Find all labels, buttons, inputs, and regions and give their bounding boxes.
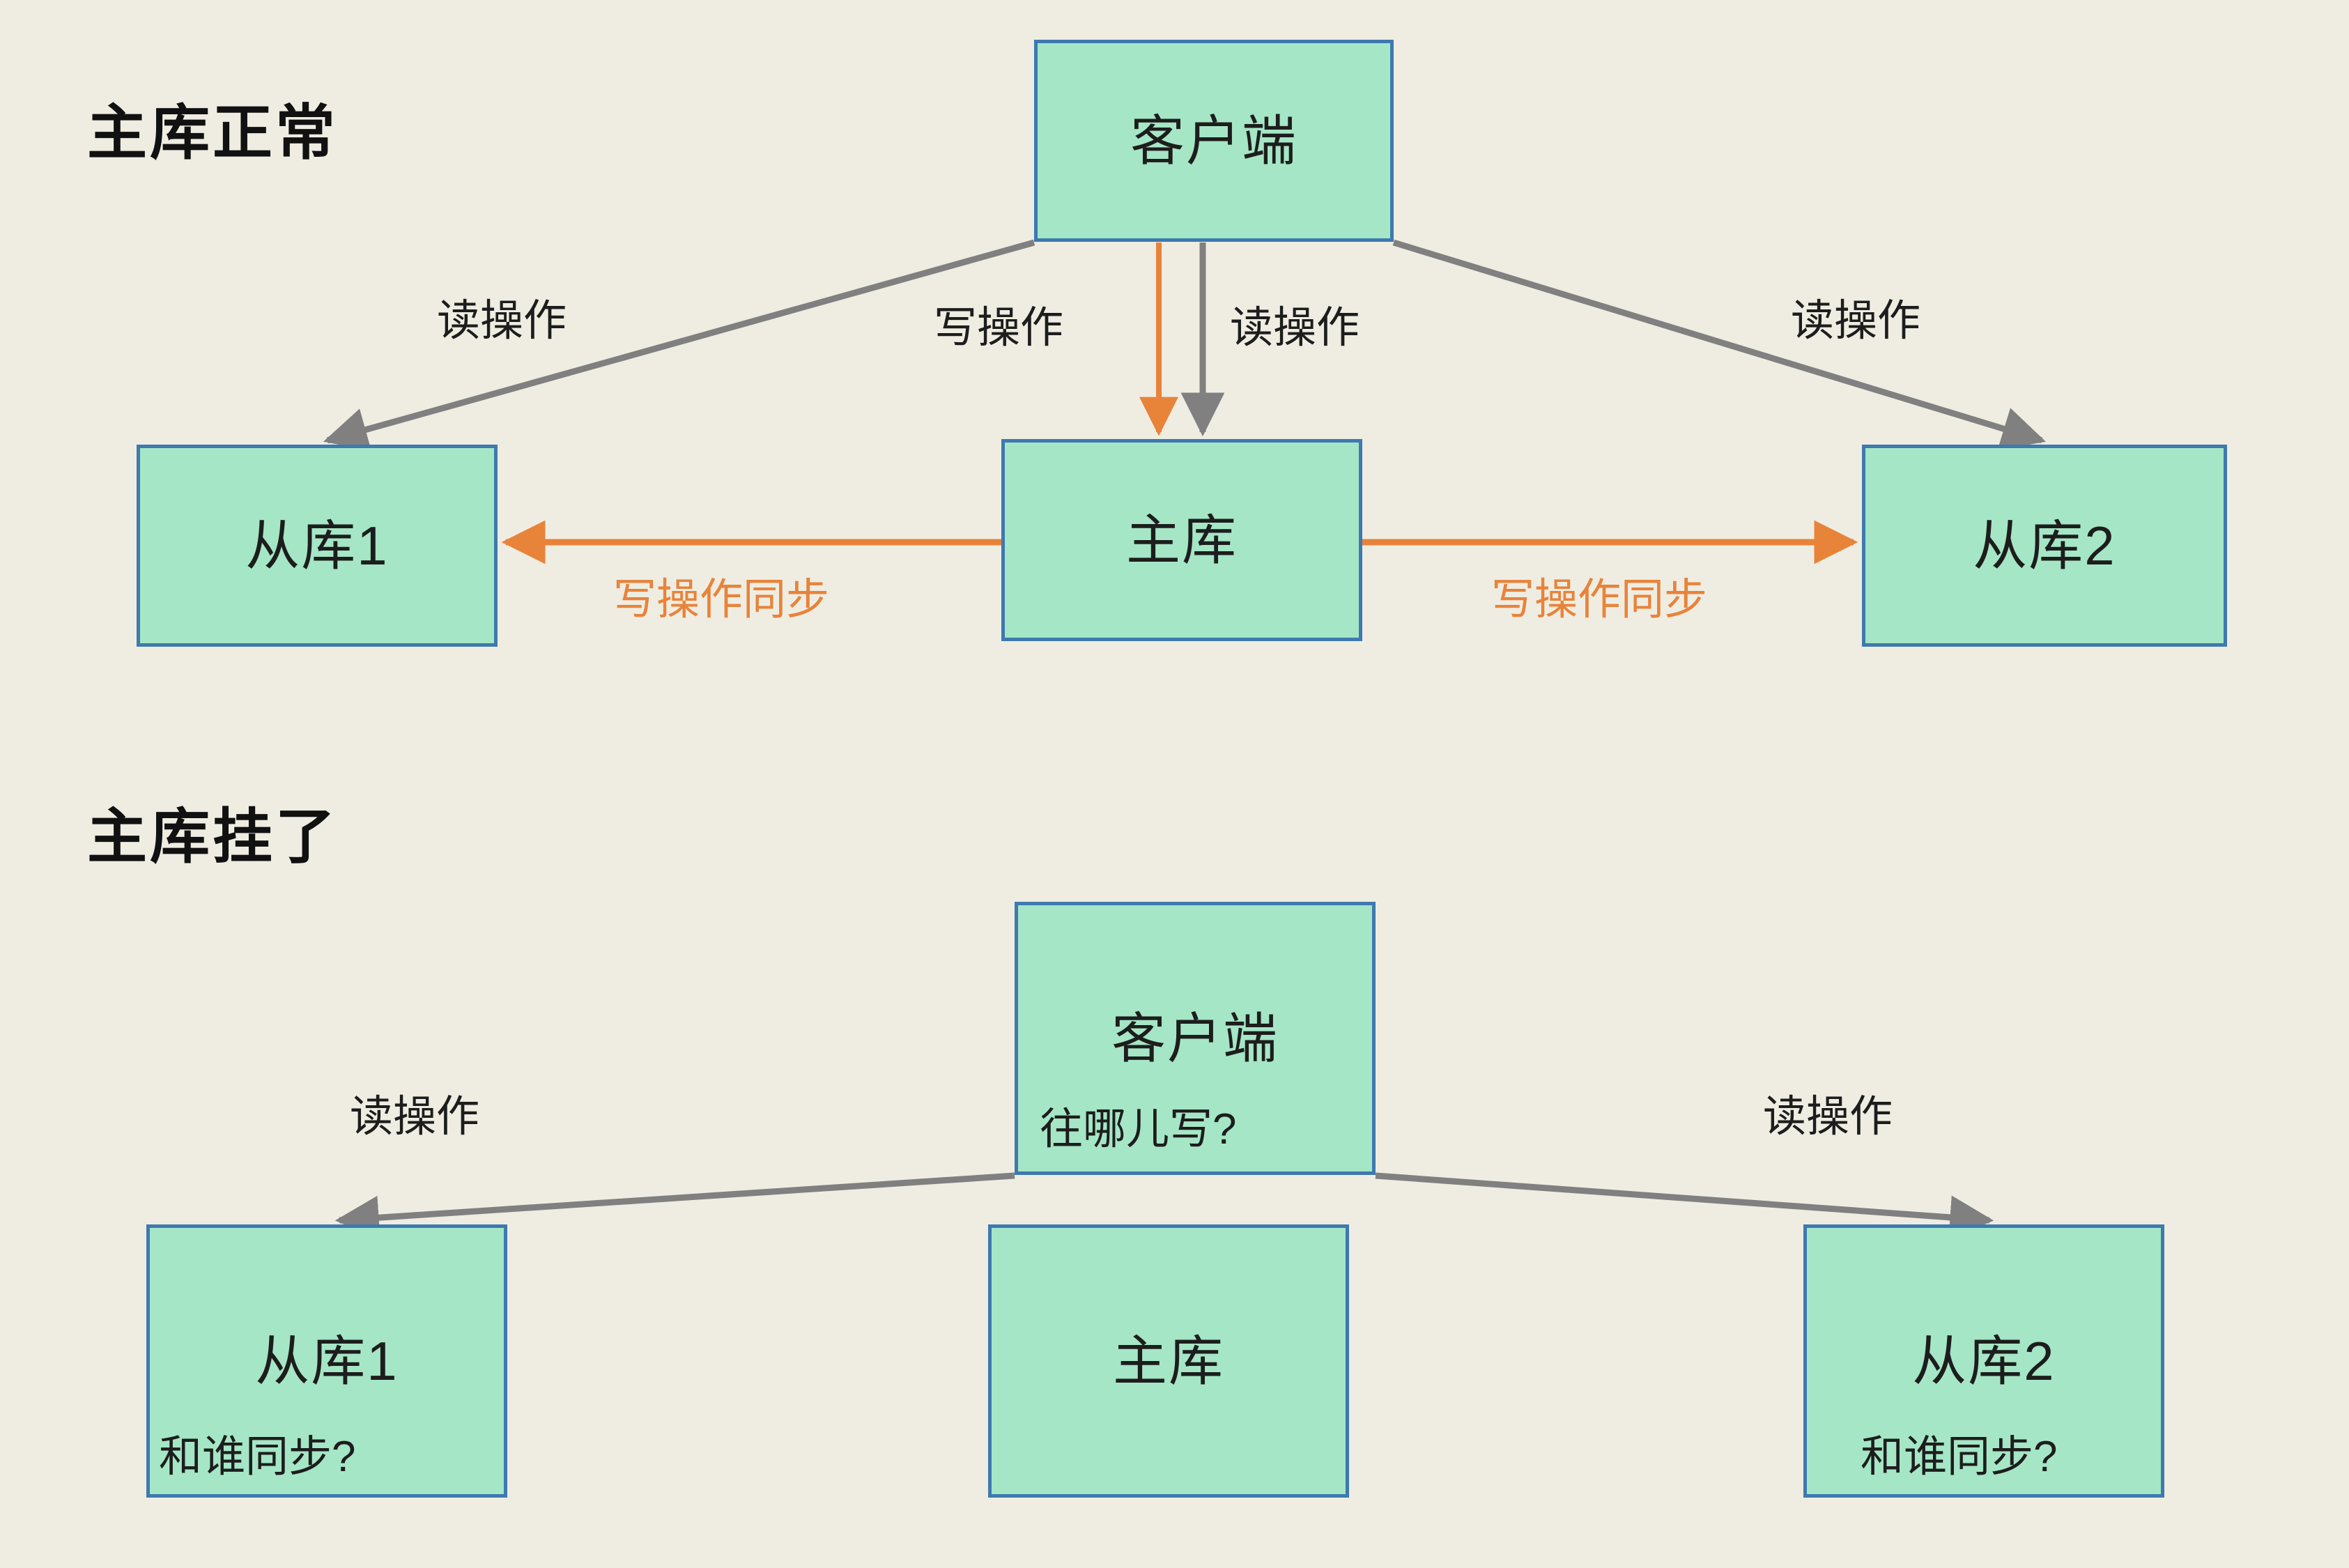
node-label: 从库1 bbox=[255, 1330, 399, 1392]
node-master-1[interactable]: 主库 bbox=[1001, 439, 1362, 641]
section-title-master-down: 主库挂了 bbox=[87, 804, 338, 870]
node-master-2[interactable]: 主库 bbox=[988, 1224, 1349, 1498]
edge-label-write-center: 写操作 bbox=[934, 304, 1064, 352]
node-client-2[interactable]: 客户端 bbox=[1015, 902, 1376, 1175]
edge-read-right bbox=[1392, 239, 2047, 450]
section-title-master-normal: 主库正常 bbox=[87, 100, 338, 167]
node-client-1[interactable]: 客户端 bbox=[1034, 40, 1394, 242]
node-label: 从库2 bbox=[1973, 515, 2116, 576]
edge-label-read-left-2: 读操作 bbox=[350, 1093, 480, 1141]
edge-label-read-left: 读操作 bbox=[437, 297, 567, 345]
node-slave2-1[interactable]: 从库2 bbox=[1862, 445, 2227, 647]
node-label: 客户端 bbox=[1130, 110, 1297, 171]
node-slave1-1[interactable]: 从库1 bbox=[137, 445, 498, 647]
node-label: 主库 bbox=[1125, 509, 1238, 571]
edge-label-read-center: 读操作 bbox=[1230, 304, 1360, 352]
node-slave2-2[interactable]: 从库2 bbox=[1803, 1224, 2164, 1498]
edge-read-left-2 bbox=[334, 1172, 1015, 1240]
edge-label-read-right-2: 读操作 bbox=[1763, 1093, 1893, 1141]
question-sync-who-slave1: 和谁同步? bbox=[159, 1433, 356, 1481]
edge-read-right-2 bbox=[1375, 1172, 1994, 1240]
node-label: 从库2 bbox=[1912, 1330, 2056, 1392]
node-label: 客户端 bbox=[1111, 1008, 1279, 1069]
edge-label-sync-left: 写操作同步 bbox=[613, 576, 830, 624]
question-sync-who-slave2: 和谁同步? bbox=[1861, 1433, 2058, 1481]
node-slave1-2[interactable]: 从库1 bbox=[146, 1224, 507, 1498]
node-label: 从库1 bbox=[245, 515, 389, 576]
question-where-to-write: 往哪儿写? bbox=[1040, 1105, 1237, 1153]
node-label: 主库 bbox=[1112, 1330, 1224, 1392]
edge-label-read-right: 读操作 bbox=[1791, 297, 1921, 345]
edge-read-left bbox=[323, 239, 1035, 452]
edge-label-sync-right: 写操作同步 bbox=[1491, 576, 1708, 624]
